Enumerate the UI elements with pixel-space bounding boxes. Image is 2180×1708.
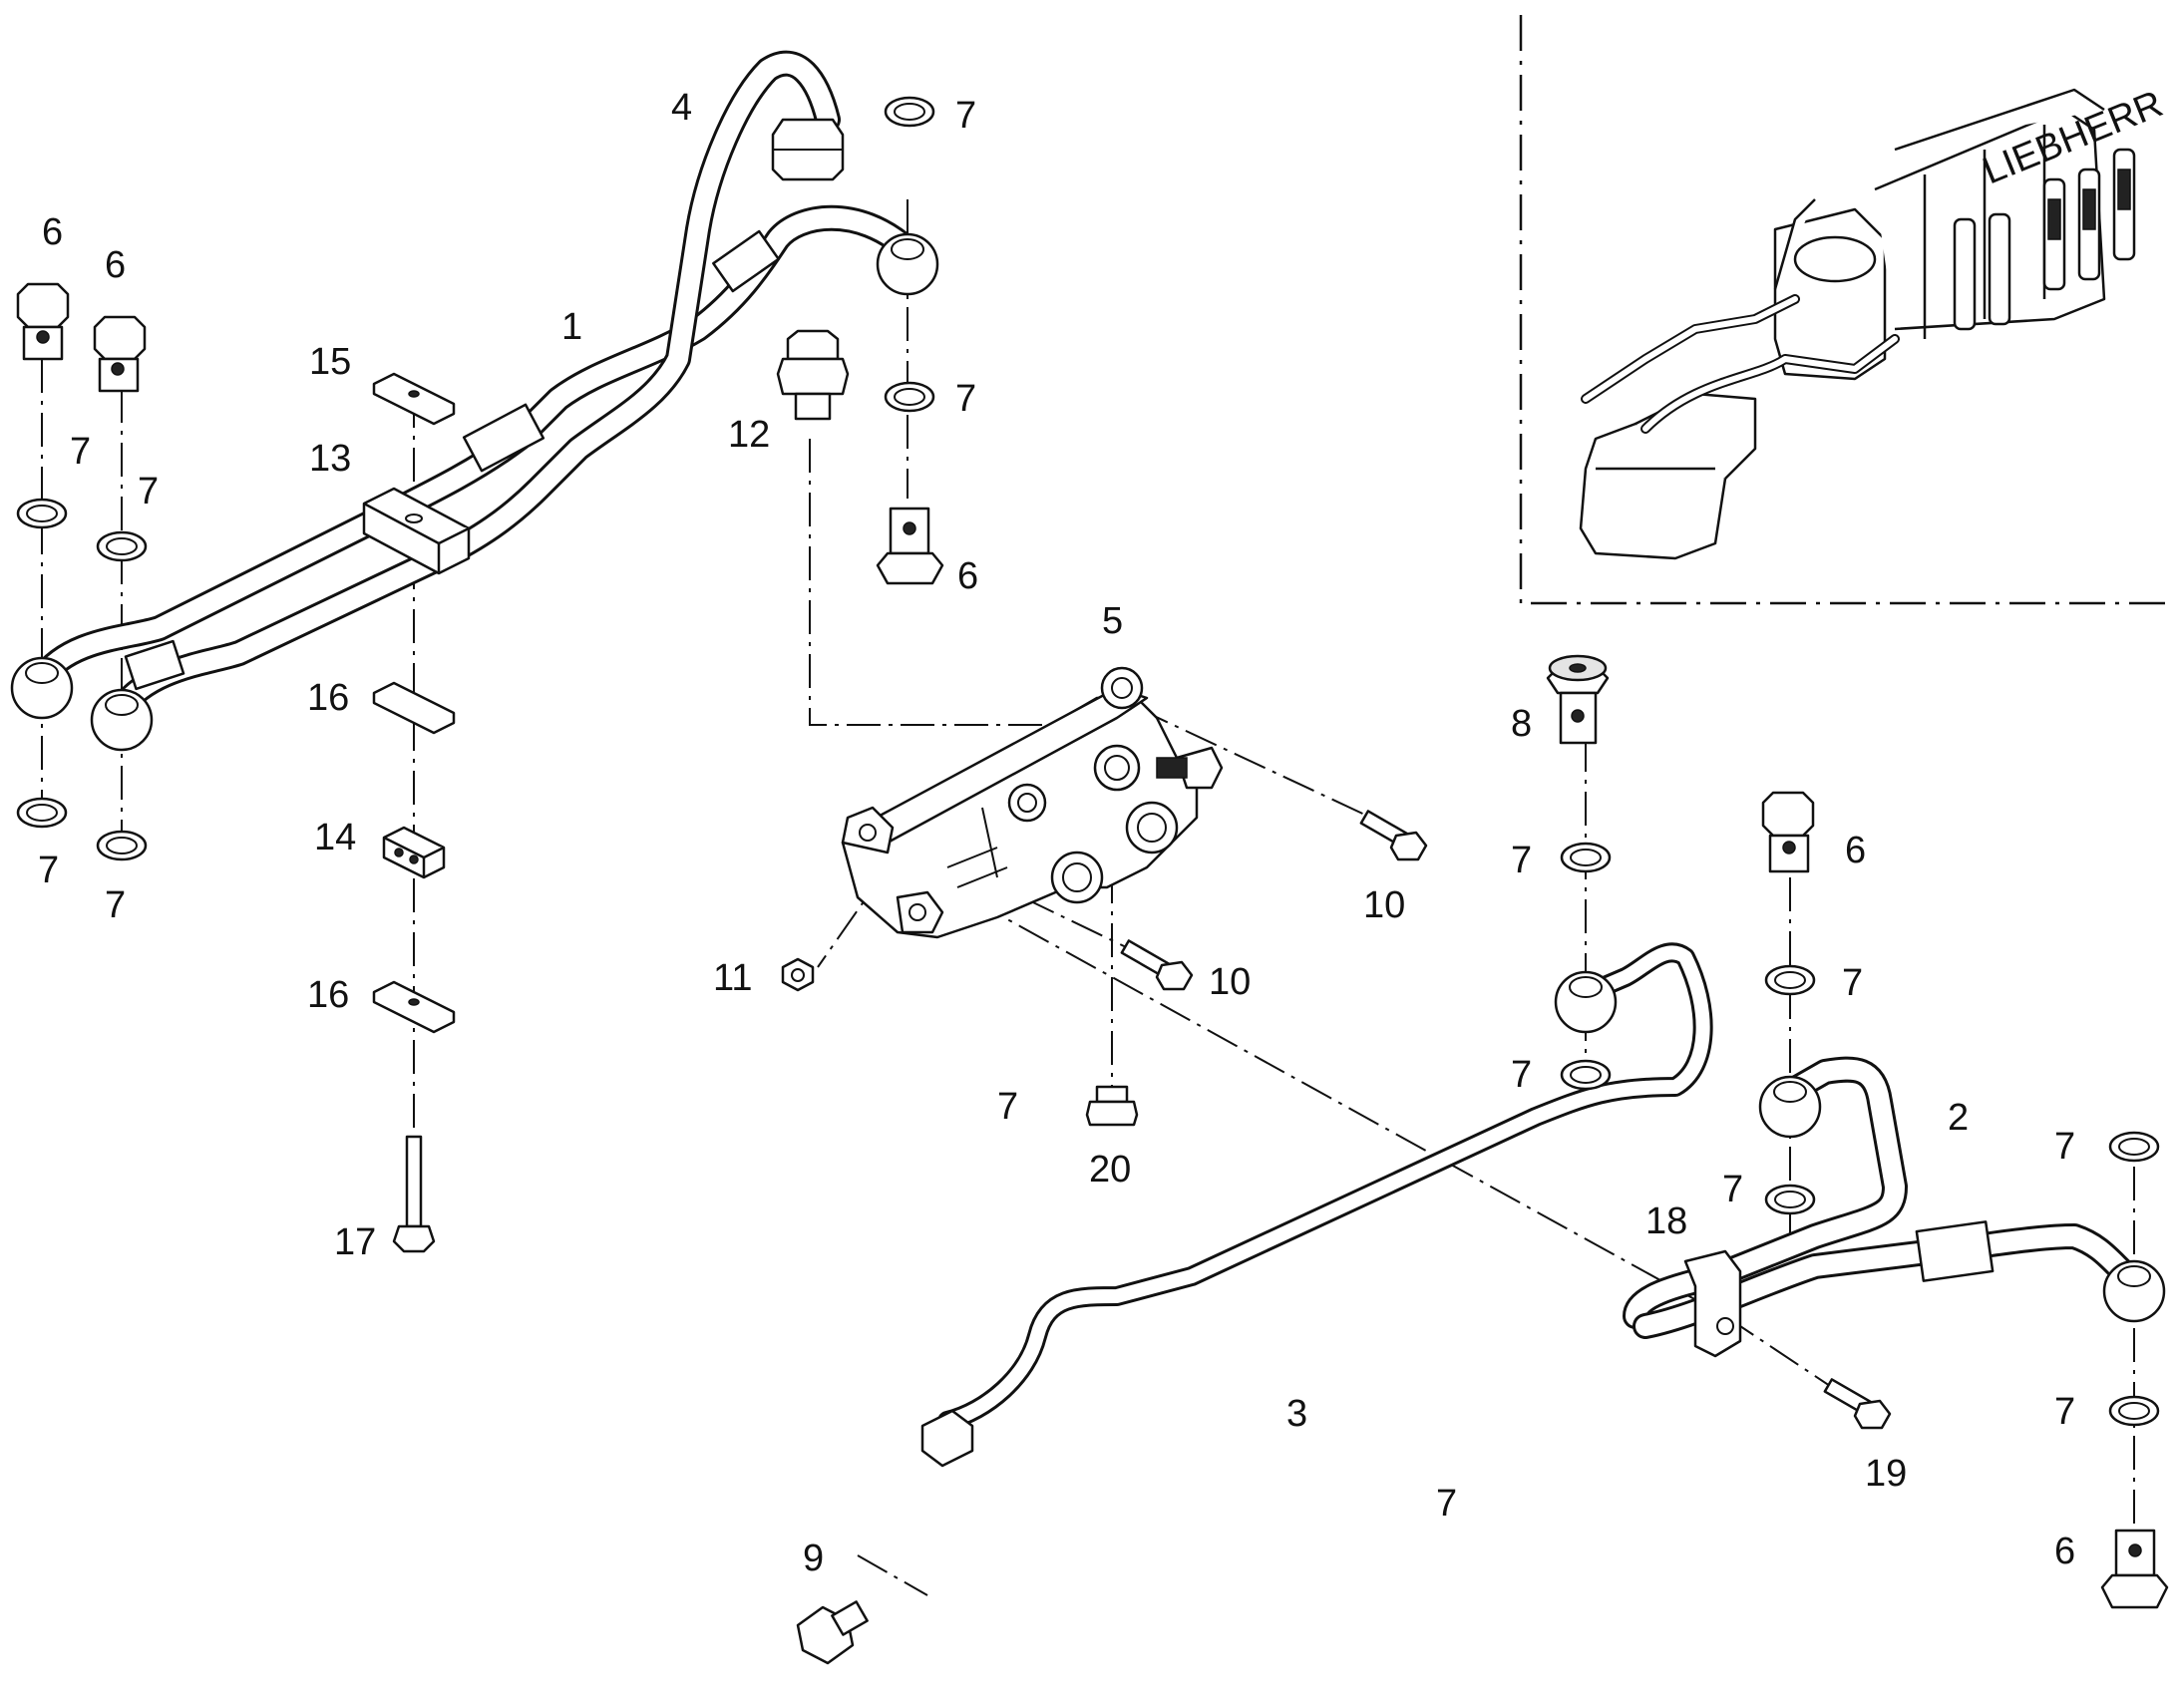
union-12 <box>776 329 850 421</box>
callout-labels: 1 2 3 4 5 6 6 6 6 6 7 7 7 7 7 7 7 7 7 7 … <box>38 87 2075 1579</box>
callout-7: 7 <box>70 431 91 473</box>
callout-7: 7 <box>1511 840 1532 881</box>
assembly-center-lines <box>41 199 2135 1596</box>
callout-7: 7 <box>955 378 976 420</box>
banjo-bolt-6-left-b <box>93 315 147 393</box>
clamp-14 <box>382 826 446 879</box>
callout-7: 7 <box>2054 1391 2075 1433</box>
pad-16-lower <box>372 980 456 1034</box>
callout-1: 1 <box>561 306 582 348</box>
banjo-bolt-6-left-a <box>16 282 70 361</box>
pad-15 <box>372 372 456 426</box>
callout-7: 7 <box>997 1086 1018 1128</box>
callout-17: 17 <box>334 1221 376 1263</box>
inset-engine-illustration: LIEBHERR <box>1579 83 2169 560</box>
inset-frame <box>1519 15 2169 605</box>
callout-11: 11 <box>713 957 752 999</box>
callout-16: 16 <box>307 677 349 719</box>
callout-9: 9 <box>803 1537 824 1579</box>
bolt-19 <box>1823 1378 1892 1430</box>
callout-7: 7 <box>105 884 126 926</box>
callout-16: 16 <box>307 974 349 1016</box>
plug-11 <box>781 957 815 992</box>
callout-14: 14 <box>314 817 356 858</box>
callout-6: 6 <box>957 555 978 597</box>
callout-7: 7 <box>38 850 59 891</box>
callout-7: 7 <box>955 95 976 137</box>
callout-7: 7 <box>1436 1483 1457 1525</box>
banjo-bolt-6-top-center <box>876 507 944 585</box>
callout-7: 7 <box>1842 962 1863 1004</box>
bolt-10-right <box>1359 810 1428 861</box>
callout-7: 7 <box>2054 1126 2075 1168</box>
sealing-rings-top-center <box>884 96 935 413</box>
clamp-13 <box>362 487 471 575</box>
callout-6: 6 <box>105 244 126 286</box>
callout-19: 19 <box>1865 1453 1907 1495</box>
callout-18: 18 <box>1645 1200 1687 1242</box>
pipe-3-assembly <box>920 942 1713 1468</box>
callout-13: 13 <box>309 438 351 480</box>
banjo-bolt-8 <box>1546 654 1610 745</box>
callout-6: 6 <box>42 211 63 253</box>
plug-20 <box>1085 1085 1139 1127</box>
callout-15: 15 <box>309 341 351 383</box>
callout-7: 7 <box>1722 1169 1743 1210</box>
callout-2: 2 <box>1948 1097 1969 1139</box>
callout-5: 5 <box>1102 600 1123 642</box>
callout-8: 8 <box>1511 703 1532 745</box>
distributor-block-5 <box>841 666 1224 939</box>
bolt-17 <box>392 1135 436 1253</box>
pipe-3-nut <box>920 1409 974 1468</box>
callout-20: 20 <box>1089 1149 1131 1191</box>
callout-6: 6 <box>1845 830 1866 871</box>
banjo-bolt-6-right-upper <box>1761 791 1815 873</box>
callout-7: 7 <box>138 471 159 512</box>
inset-injector-group <box>1953 148 2136 331</box>
callout-6: 6 <box>2054 1531 2075 1572</box>
callout-10: 10 <box>1209 961 1251 1003</box>
pipe-2-assembly <box>1623 1056 2166 1358</box>
sealing-rings-left <box>16 498 148 861</box>
callout-3: 3 <box>1286 1393 1307 1435</box>
callout-7: 7 <box>1511 1054 1532 1096</box>
banjo-bolt-6-bottom-right <box>2100 1529 2169 1609</box>
sealing-rings-pipe-2 <box>1764 964 2160 1427</box>
callout-4: 4 <box>671 87 692 129</box>
pad-16-upper <box>372 681 456 735</box>
pipe-1-assembly <box>10 50 939 752</box>
inset-assembly-view: LIEBHERR <box>1519 15 2169 605</box>
callout-12: 12 <box>728 414 770 456</box>
fitting-9 <box>796 1600 869 1665</box>
callout-10: 10 <box>1363 884 1405 926</box>
sealing-rings-pipe-3 <box>1560 842 1612 1091</box>
bolt-10-center <box>1120 939 1194 991</box>
